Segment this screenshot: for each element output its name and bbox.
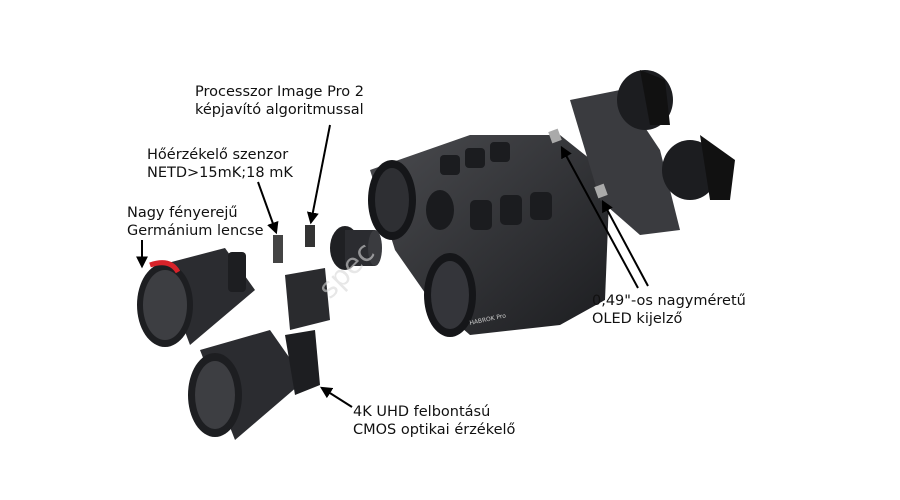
sensor-bracket [285,268,330,330]
processor-label-line2: képjavító algoritmussal [195,102,364,118]
processor-arrow [306,124,331,225]
oled-label: 0,49"-os nagyméretű OLED kijelző [592,292,746,328]
lens-label: Nagy fényerejű Germánium lencse [127,204,264,240]
germanium-lens [137,248,255,347]
oled-label-line1: 0,49"-os nagyméretű [592,293,746,309]
cmos-label-line1: 4K UHD felbontású [353,404,491,420]
lens-label-line2: Germánium lencse [127,223,264,239]
oled-label-line2: OLED kijelző [592,311,683,327]
oled-arrow-2 [601,199,649,287]
cmos-label-line2: CMOS optikai érzékelő [353,422,516,438]
lens-label-line1: Nagy fényerejű [127,205,238,221]
thermal-sensor-label-line1: Hőérzékelő szenzor [147,147,289,163]
binocular-body: HABROK Pro [368,135,610,337]
cmos-arrow [319,386,353,408]
processor-chip [305,225,315,247]
thermal-sensor-chip [273,235,283,263]
processor-label: Processzor Image Pro 2 képjavító algorit… [195,83,364,119]
processor-label-line1: Processzor Image Pro 2 [195,84,364,100]
thermal-sensor-arrow [257,181,279,235]
thermal-sensor-label: Hőérzékelő szenzor NETD>15mK;18 mK [147,146,293,182]
cmos-label: 4K UHD felbontású CMOS optikai érzékelő [353,403,515,439]
thermal-sensor-label-line2: NETD>15mK;18 mK [147,165,293,181]
cmos-lens [188,330,320,440]
eyepiece-focus-ring [330,226,382,270]
eyepiece-assembly [548,70,735,235]
oled-arrow-1 [560,145,639,289]
